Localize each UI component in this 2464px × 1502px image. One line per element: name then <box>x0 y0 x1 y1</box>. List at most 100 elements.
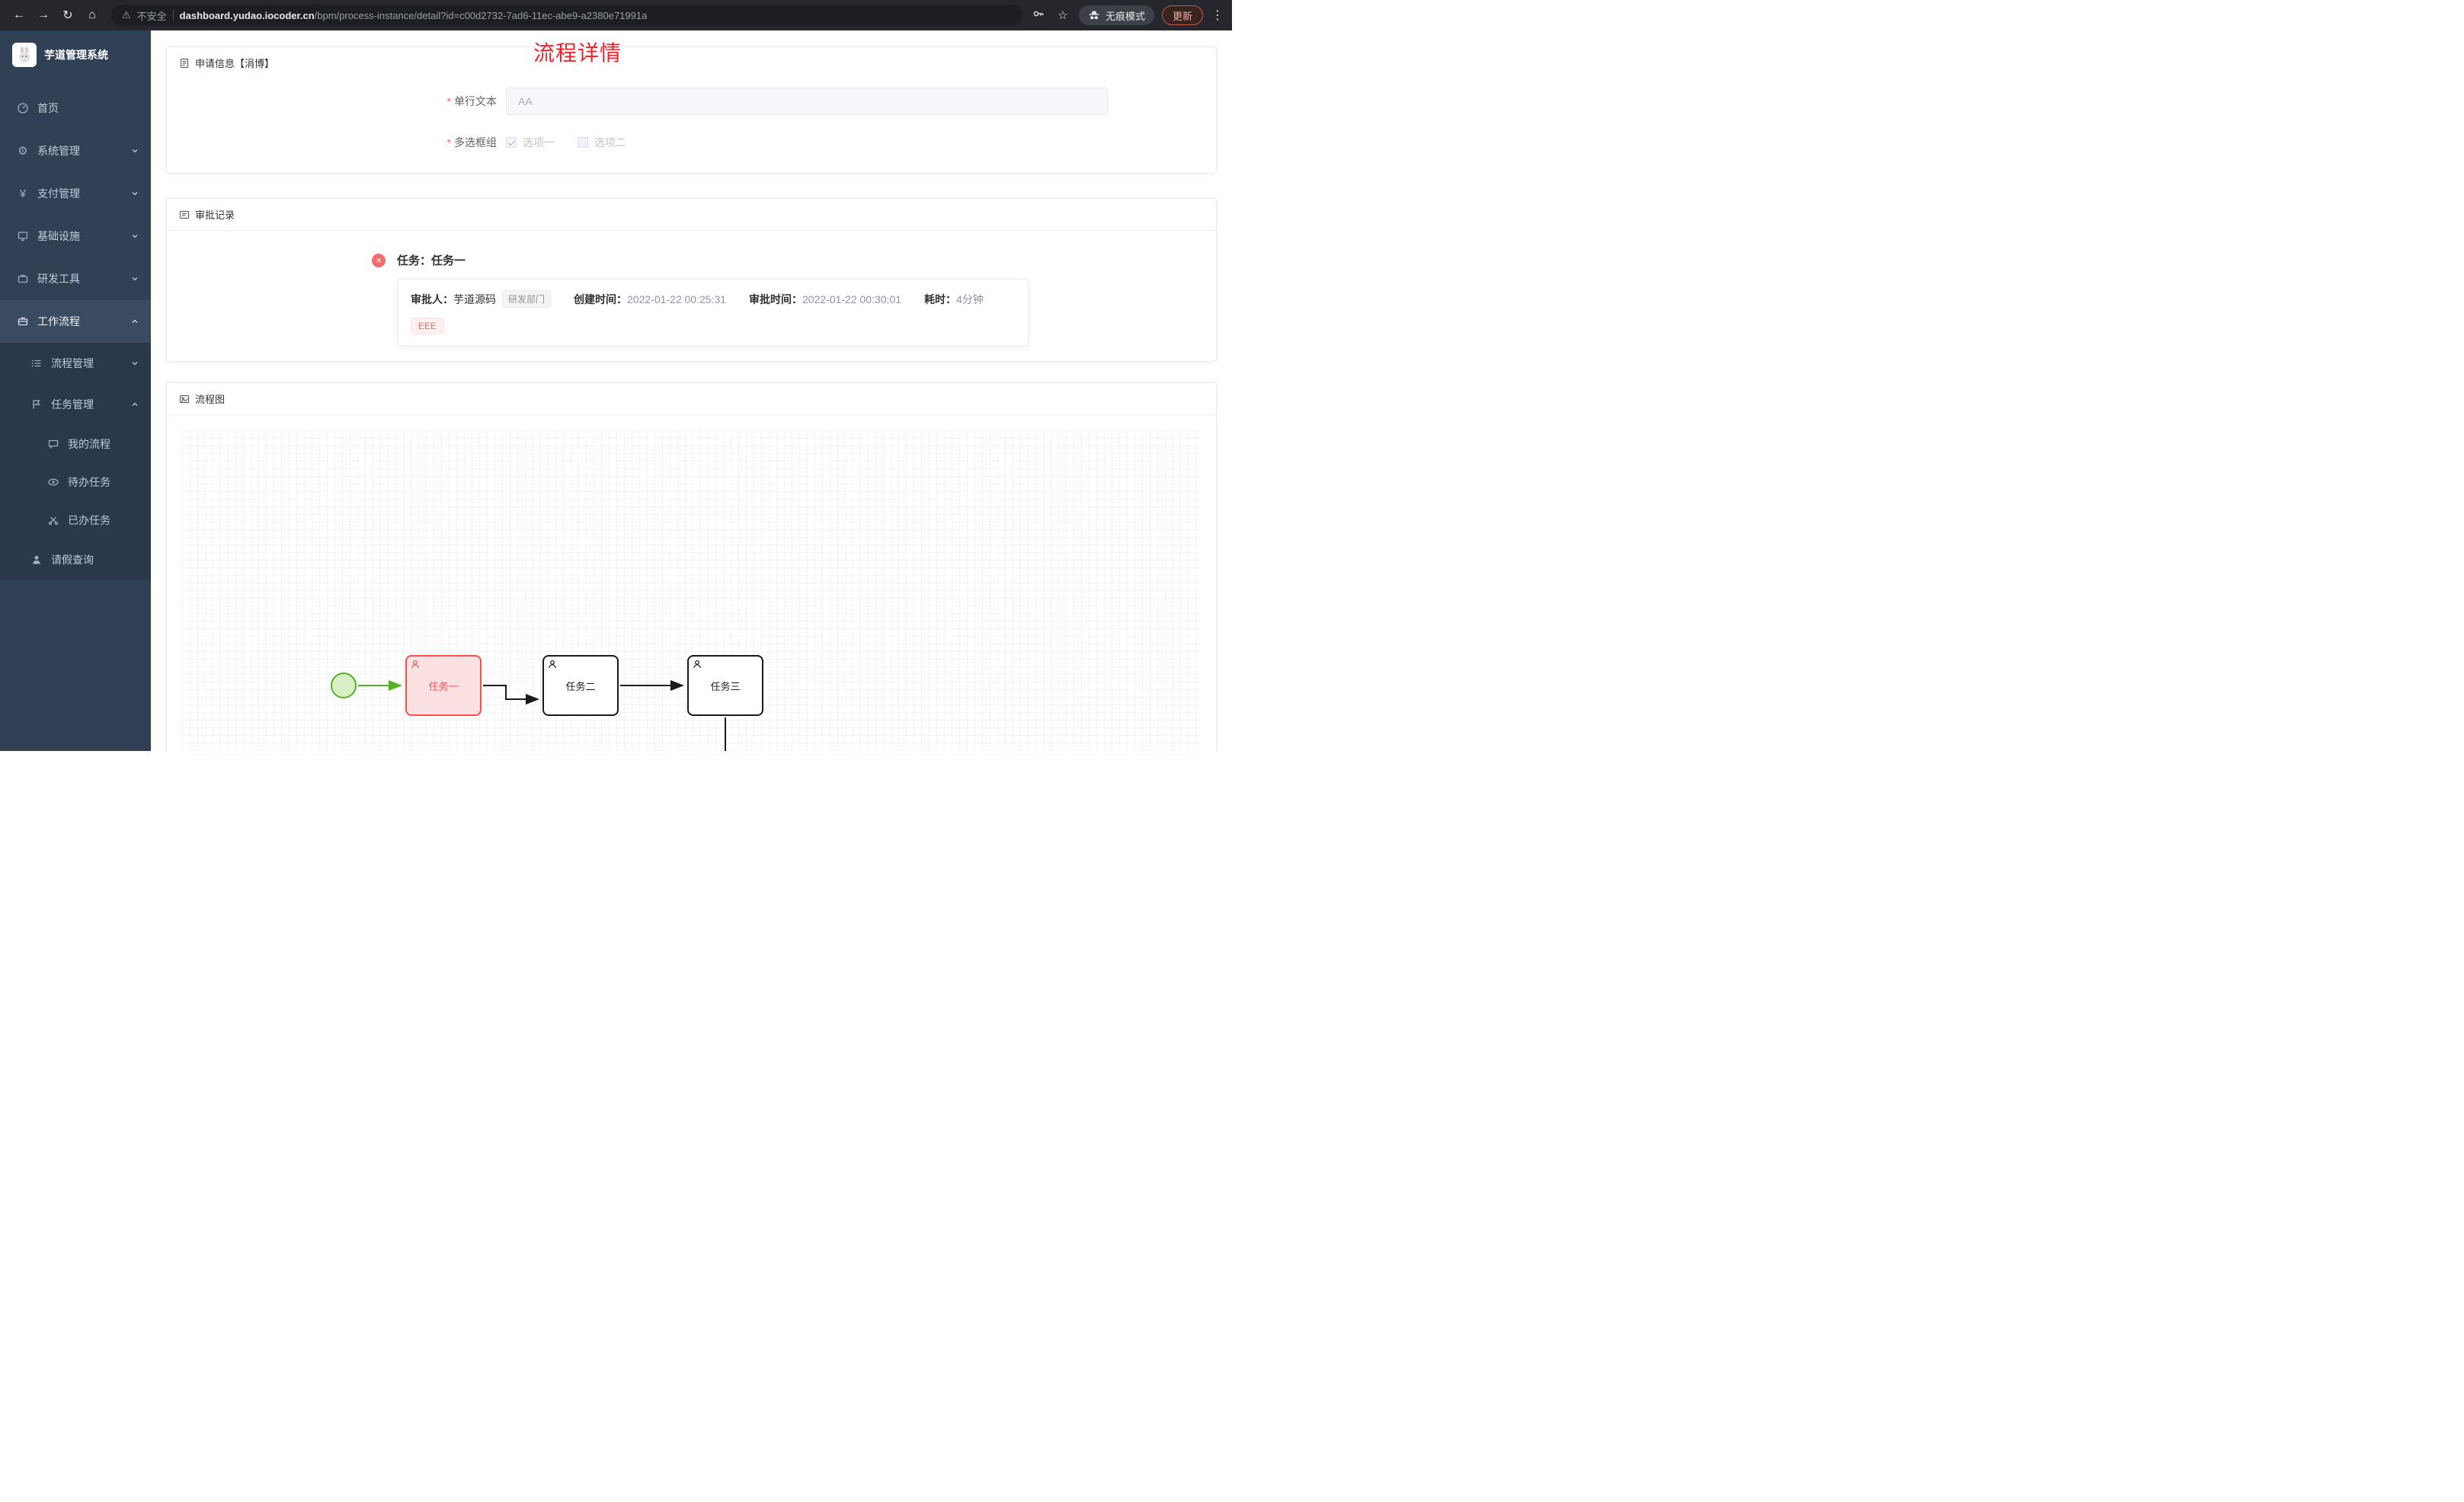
main-content: 流程详情 申请信息【涓博】 *单行文本 AA *多选框组 选项一 <box>151 30 1232 751</box>
single-line-text-input[interactable]: AA <box>506 88 1108 115</box>
checkbox-label: 选项一 <box>523 136 555 149</box>
task-title: 任务：任务一 <box>397 254 466 267</box>
browser-menu-icon[interactable]: ⋮ <box>1211 9 1224 22</box>
apply-card-title: 申请信息【涓博】 <box>195 58 275 69</box>
chevron-up-icon <box>132 402 138 406</box>
url-text: dashboard.yudao.iocoder.cn/bpm/process-i… <box>180 10 648 21</box>
bookmark-star-icon[interactable]: ☆ <box>1058 9 1068 22</box>
browser-toolbar: ← → ↻ ⌂ ⚠ 不安全 dashboard.yudao.iocoder.cn… <box>0 0 1232 30</box>
form-row-text: *单行文本 AA <box>167 88 1216 115</box>
diagram-card-title: 流程图 <box>195 394 226 405</box>
user-task-icon <box>693 660 701 669</box>
toolbox-icon <box>18 274 28 283</box>
sidebar-item-label: 请假查询 <box>51 554 94 566</box>
sidebar-item-payment[interactable]: ¥ 支付管理 <box>0 172 151 215</box>
duration-label: 耗时： <box>924 292 957 305</box>
approval-detail-box: 审批人： 芋道源码 研发部门 创建时间： 2022-01-22 00:25:31… <box>398 279 1029 346</box>
reload-icon[interactable]: ↻ <box>62 9 73 22</box>
duration-field: 耗时： 4分钟 <box>924 292 984 307</box>
duration-value: 4分钟 <box>956 292 984 305</box>
incognito-label: 无痕模式 <box>1105 10 1145 22</box>
required-asterisk: * <box>446 136 451 149</box>
user-icon <box>33 555 40 564</box>
rejected-status-icon: × <box>372 253 386 267</box>
page-title: 流程详情 <box>533 41 622 65</box>
dashboard-icon <box>18 103 28 113</box>
chevron-down-icon <box>132 362 138 366</box>
checkbox-checked-icon[interactable] <box>506 137 517 148</box>
home-icon[interactable]: ⌂ <box>88 8 96 21</box>
security-label: 不安全 <box>136 10 167 22</box>
user-task-icon <box>549 660 556 669</box>
field-label: *多选框组 <box>446 136 497 149</box>
form-row-checkbox: *多选框组 选项一 选项二 <box>167 135 1216 150</box>
apply-info-card: 申请信息【涓博】 *单行文本 AA *多选框组 选项一 选项二 <box>166 46 1217 174</box>
omnibox-divider <box>172 10 174 21</box>
task-node-3[interactable]: 任务三 <box>687 655 763 716</box>
sidebar-item-done-tasks[interactable]: 已办任务 <box>0 501 151 539</box>
approval-card-header: 审批记录 <box>167 199 1216 231</box>
create-time-field: 创建时间： 2022-01-22 00:25:31 <box>574 292 726 307</box>
gear-icon: ⚙ <box>18 145 28 158</box>
sidebar-item-label: 研发工具 <box>37 273 80 285</box>
app-title: 芋道管理系统 <box>44 49 108 61</box>
address-bar[interactable]: ⚠ 不安全 dashboard.yudao.iocoder.cn/bpm/pro… <box>111 5 1022 26</box>
approver-label: 审批人： <box>411 292 453 305</box>
chevron-up-icon <box>132 319 138 323</box>
approve-time-label: 审批时间： <box>749 292 803 305</box>
sidebar-item-label: 系统管理 <box>37 145 80 157</box>
department-tag: 研发部门 <box>502 290 552 308</box>
list-icon <box>31 360 41 367</box>
sidebar-item-label: 流程管理 <box>51 357 94 369</box>
approve-time-value: 2022-01-22 00:30:01 <box>802 292 902 305</box>
sidebar-item-process-management[interactable]: 流程管理 <box>0 343 151 384</box>
sidebar-item-workflow[interactable]: 工作流程 <box>0 300 151 343</box>
task-node-label: 任务二 <box>565 680 596 692</box>
sidebar-item-devtools[interactable]: 研发工具 <box>0 257 151 300</box>
sidebar-item-system[interactable]: ⚙ 系统管理 <box>0 129 151 172</box>
back-icon[interactable]: ← <box>13 8 25 21</box>
sidebar-item-infrastructure[interactable]: 基础设施 <box>0 215 151 257</box>
start-event-node[interactable] <box>331 673 357 698</box>
flag-icon <box>33 400 40 409</box>
checkbox-option-2[interactable]: 选项二 <box>578 135 626 150</box>
apply-card-header: 申请信息【涓博】 <box>167 47 1216 78</box>
app-logo[interactable]: 芋道管理系统 <box>0 30 151 79</box>
comment-tag: EEE <box>411 318 445 334</box>
yen-icon: ¥ <box>19 187 27 200</box>
bpmn-edges <box>358 680 726 751</box>
sidebar-item-home[interactable]: 首页 <box>0 87 151 129</box>
sidebar-item-task-management[interactable]: 任务管理 <box>0 384 151 425</box>
required-asterisk: * <box>446 95 451 107</box>
sidebar-item-pending-tasks[interactable]: 待办任务 <box>0 463 151 501</box>
checkbox-group: 选项一 选项二 <box>506 135 626 150</box>
sidebar-item-label: 支付管理 <box>37 187 80 200</box>
sidebar-item-label: 已办任务 <box>68 514 110 526</box>
bpmn-canvas: 任务一 任务二 任务三 <box>182 430 1201 751</box>
sidebar-item-label: 工作流程 <box>37 315 80 328</box>
checkbox-unchecked-icon[interactable] <box>578 137 588 148</box>
update-button[interactable]: 更新 <box>1161 5 1203 25</box>
edge-task1-to-task2 <box>483 685 539 705</box>
sidebar-item-leave-query[interactable]: 请假查询 <box>0 539 151 580</box>
eye-icon <box>48 478 59 486</box>
sidebar-item-my-processes[interactable]: 我的流程 <box>0 425 151 463</box>
checkbox-option-1[interactable]: 选项一 <box>506 135 555 150</box>
sidebar-menu: 首页 ⚙ 系统管理 ¥ 支付管理 基础设施 <box>0 79 151 751</box>
chat-bubble-icon <box>48 439 59 449</box>
approver-field: 审批人： 芋道源码 研发部门 <box>411 290 552 308</box>
approver-name: 芋道源码 <box>453 292 496 305</box>
task-node-1[interactable]: 任务一 <box>405 655 482 716</box>
incognito-badge[interactable]: 无痕模式 <box>1078 5 1154 25</box>
sidebar-item-label: 待办任务 <box>68 476 110 488</box>
task-node-2[interactable]: 任务二 <box>542 655 619 716</box>
approval-card-title: 审批记录 <box>195 209 235 221</box>
key-icon[interactable] <box>1030 8 1047 23</box>
create-time-value: 2022-01-22 00:25:31 <box>627 292 727 305</box>
timeline-item: × 任务：任务一 <box>372 252 1216 268</box>
sidebar-item-label: 我的流程 <box>68 438 110 450</box>
scissors-icon <box>48 516 59 526</box>
process-diagram-card: 流程图 <box>166 382 1217 751</box>
forward-icon[interactable]: → <box>37 8 50 21</box>
chevron-down-icon <box>132 235 138 238</box>
